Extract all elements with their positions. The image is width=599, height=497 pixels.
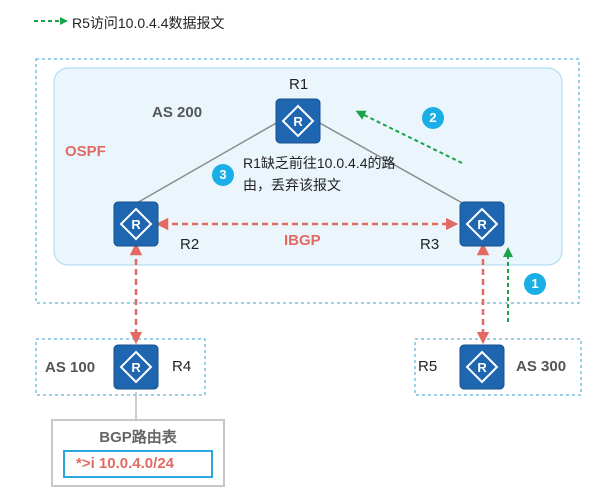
as300-boundary bbox=[414, 338, 582, 396]
router-label-r3: R3 bbox=[420, 236, 440, 253]
link-r1-r2 bbox=[134, 121, 279, 205]
drop-note: R1缺乏前往10.0.4.4的路由，丢弃该报文 bbox=[243, 155, 396, 193]
step-badge-3-circle bbox=[212, 164, 234, 186]
as200-label: AS 200 bbox=[152, 104, 203, 121]
link-r1-r3 bbox=[317, 121, 465, 205]
step-badge-2: 2 bbox=[429, 110, 437, 125]
as300-label: AS 300 bbox=[516, 358, 567, 375]
bgp-table-title: BGP路由表 bbox=[99, 429, 177, 446]
legend-arrow bbox=[34, 17, 68, 25]
as100-boundary bbox=[35, 338, 206, 396]
step-badge-3: 3 bbox=[219, 167, 227, 182]
router-icon-r5 bbox=[459, 344, 505, 390]
router-label-r1: R1 bbox=[289, 76, 309, 93]
as100-label: AS 100 bbox=[45, 359, 96, 376]
step-badge-2-circle bbox=[422, 107, 444, 129]
step-badge-1: 1 bbox=[531, 276, 539, 291]
router-icon-r2 bbox=[113, 201, 159, 247]
bgp-table-entry: *>i 10.0.4.0/24 bbox=[76, 455, 174, 472]
router-label-r2: R2 bbox=[180, 236, 200, 253]
router-label-r4: R4 bbox=[172, 358, 192, 375]
router-icon-r1 bbox=[275, 98, 321, 144]
bgp-table-entry-box bbox=[63, 450, 213, 478]
step-badge-1-circle bbox=[524, 273, 546, 295]
traffic-arrow-r3-to-r1 bbox=[355, 110, 463, 164]
ibgp-label: IBGP bbox=[284, 232, 321, 249]
as200-boundary bbox=[35, 58, 580, 304]
ospf-label: OSPF bbox=[65, 143, 106, 160]
router-icon-r3 bbox=[459, 201, 505, 247]
router-icon-r4 bbox=[113, 344, 159, 390]
router-label-r5: R5 bbox=[418, 358, 438, 375]
legend-label: R5访问10.0.4.4数据报文 bbox=[72, 15, 225, 31]
